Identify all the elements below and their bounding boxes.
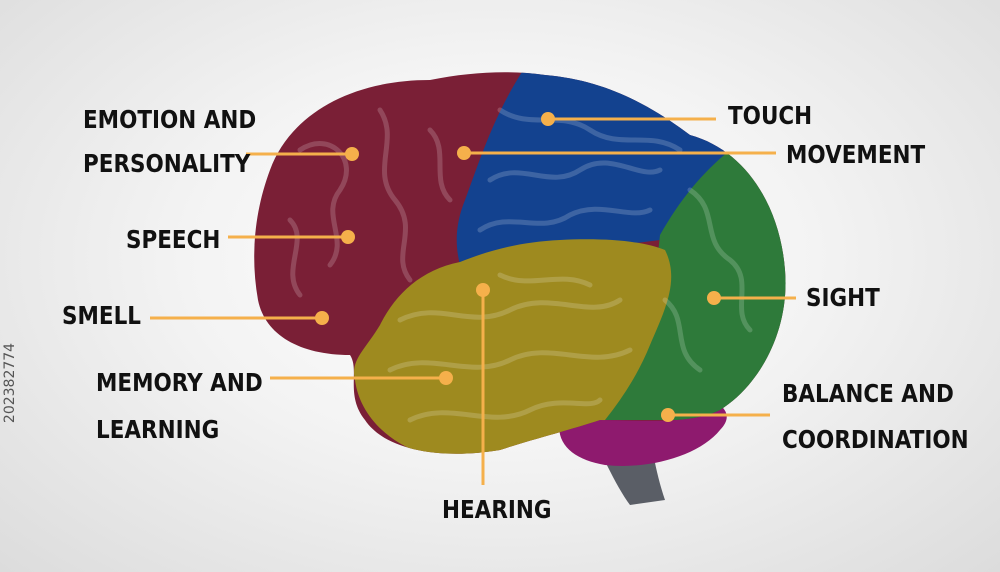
touch-label: TOUCH <box>728 101 813 130</box>
balance-label-line2: COORDINATION <box>782 425 969 454</box>
sight-leader-dot <box>707 291 721 305</box>
touch-leader-dot <box>541 112 555 126</box>
emotion-label-line2: PERSONALITY <box>83 149 251 178</box>
balance-leader-dot <box>661 408 675 422</box>
balance-label-line1: BALANCE AND <box>782 379 954 408</box>
smell-label: SMELL <box>62 301 141 330</box>
emotion-label-line1: EMOTION AND <box>83 105 257 134</box>
speech-leader-dot <box>341 230 355 244</box>
temporal-lobe-region <box>354 239 672 454</box>
movement-label: MOVEMENT <box>786 140 926 169</box>
memory-leader-dot <box>439 371 453 385</box>
smell-leader-dot <box>315 311 329 325</box>
memory-label-line1: MEMORY AND <box>96 368 263 397</box>
memory-label-line2: LEARNING <box>96 415 220 444</box>
stock-id-text: 202382774 <box>2 342 18 424</box>
movement-leader-dot <box>457 146 471 160</box>
hearing-label: HEARING <box>442 495 552 524</box>
occipital-lobe-region <box>600 150 786 420</box>
speech-label: SPEECH <box>126 225 221 254</box>
emotion-leader-dot <box>345 147 359 161</box>
hearing-leader-dot <box>476 283 490 297</box>
sight-label: SIGHT <box>806 283 880 312</box>
